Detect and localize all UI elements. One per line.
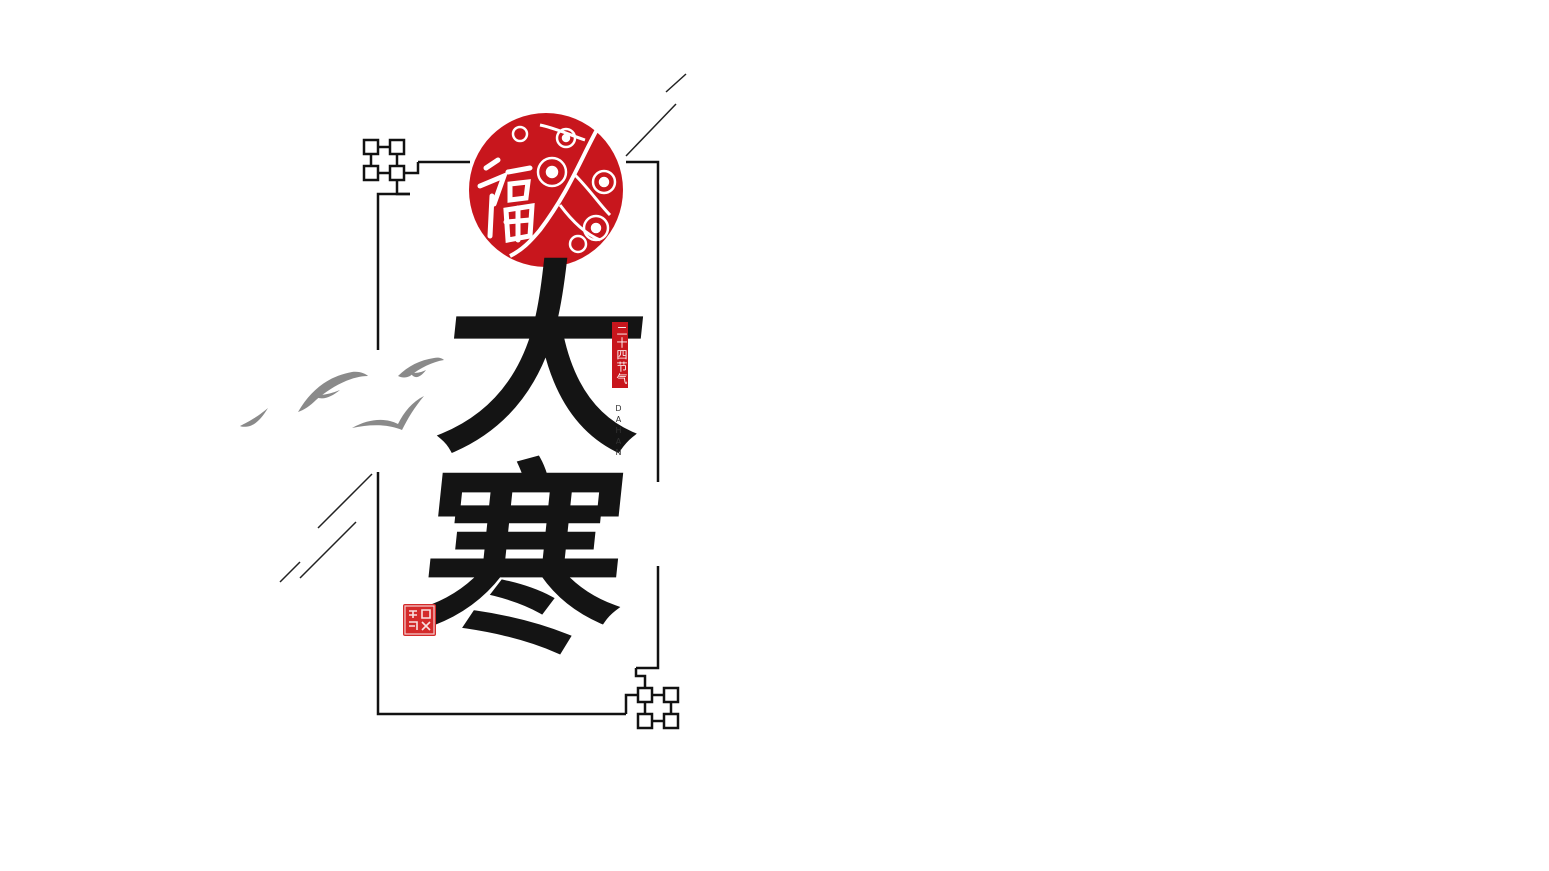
title-char-top: 大 <box>429 242 660 482</box>
plum-blossom-fu-icon <box>469 113 623 267</box>
diagonal-lines-bottom <box>279 473 373 583</box>
pinyin-label: DAHAN <box>614 404 623 459</box>
red-seal-stamp-icon <box>403 604 436 636</box>
border-frame <box>376 160 660 716</box>
knot-bottom-right-icon <box>624 668 680 730</box>
diagonal-lines-top <box>625 73 687 157</box>
solar-term-label: 二十四节气 <box>612 322 628 388</box>
flying-birds-icon <box>240 357 444 430</box>
title-char-bottom: 寒 <box>408 442 639 682</box>
knot-top-left-icon <box>362 138 420 196</box>
